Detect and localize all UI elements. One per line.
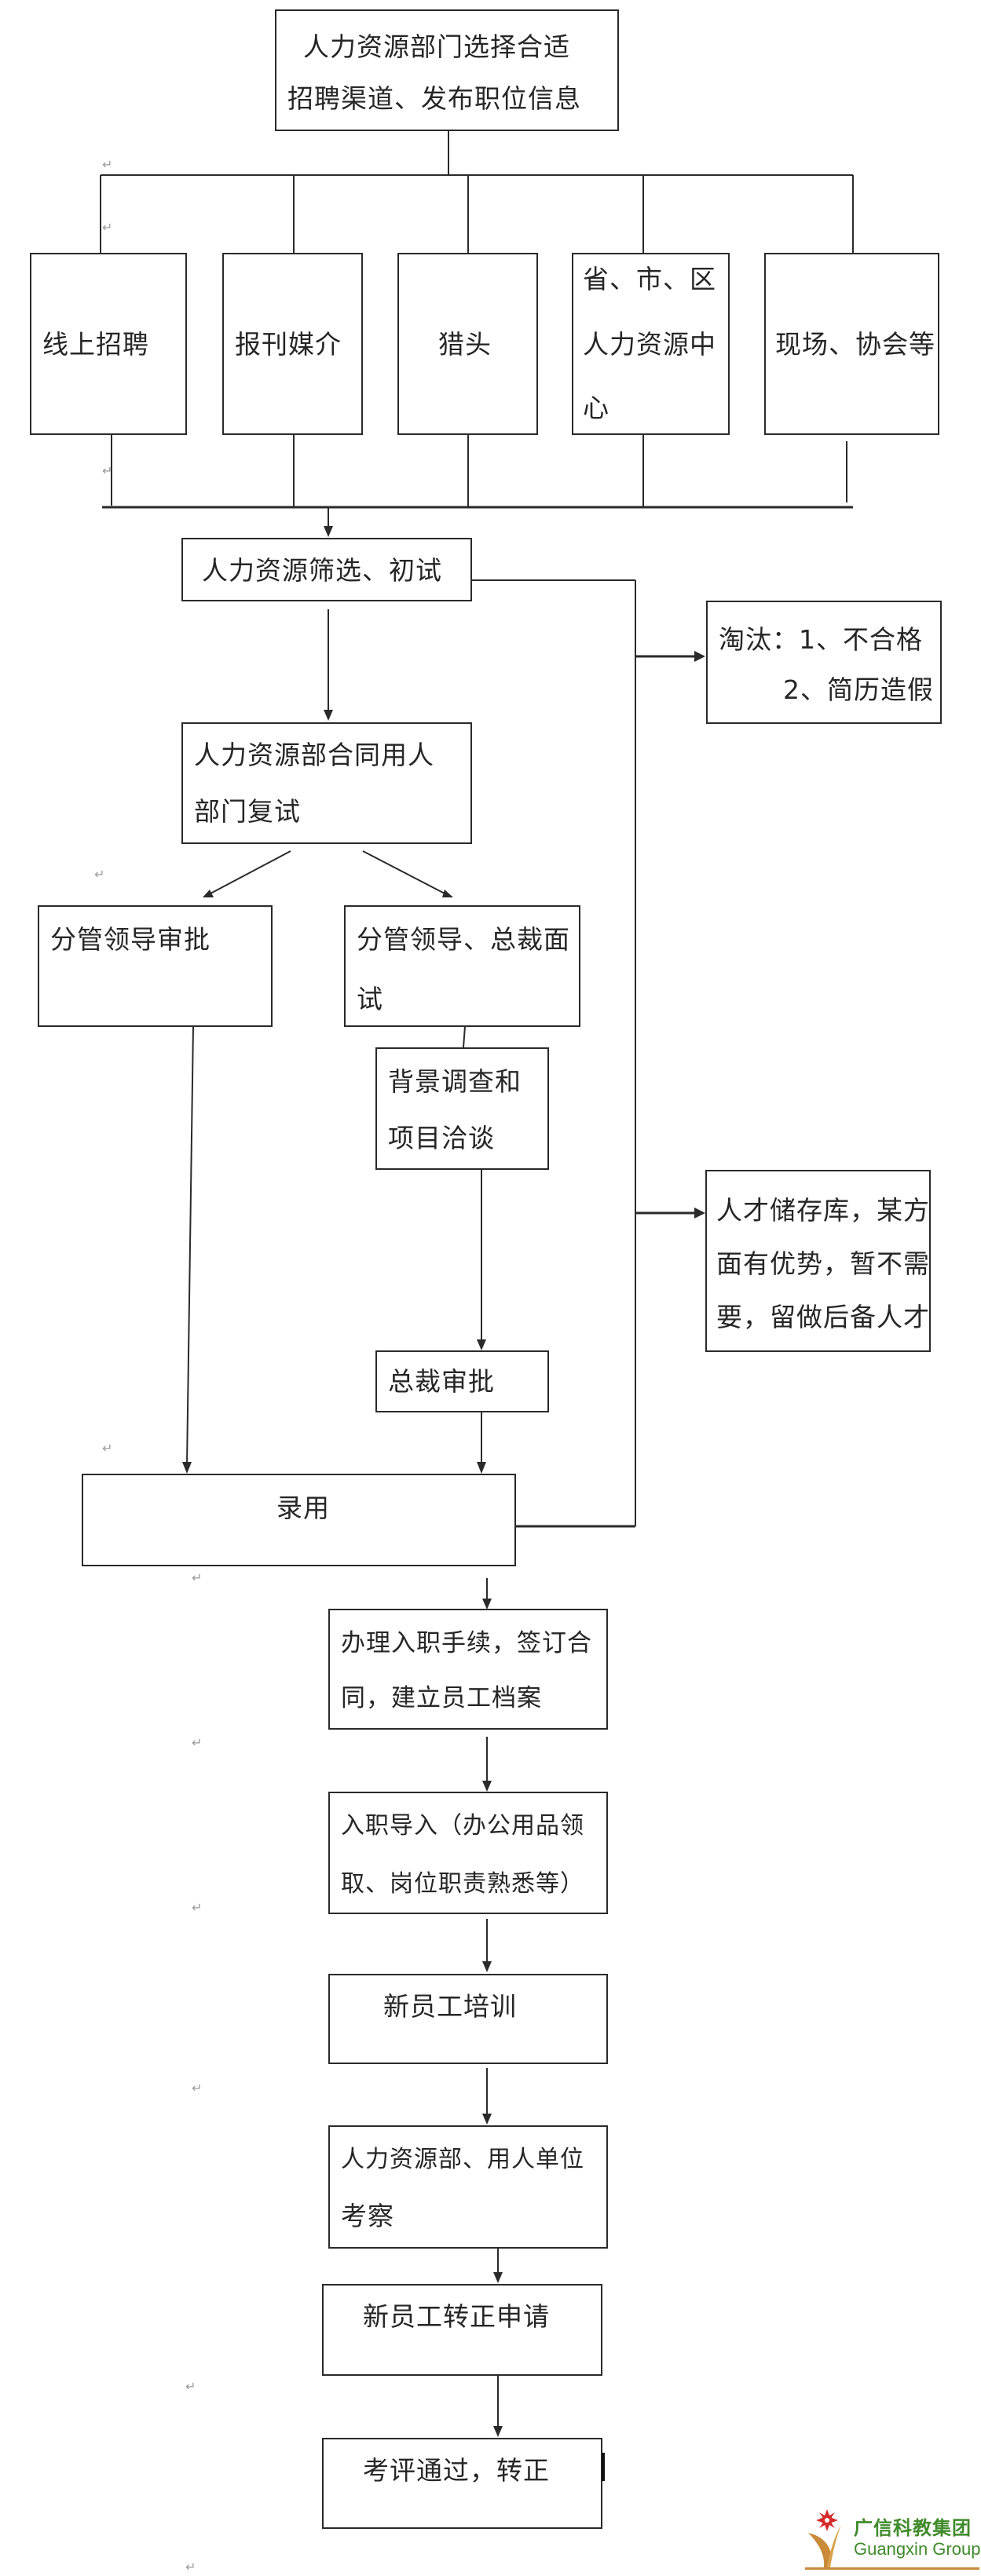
node-text-line: 淘汰：1、不合格 bbox=[719, 624, 923, 655]
logo-name-en: Guangxin Group bbox=[854, 2539, 981, 2559]
paragraph-mark: ↵ bbox=[192, 1900, 203, 1915]
arrowhead bbox=[203, 890, 214, 897]
node-text-line: 人力资源筛选、初试 bbox=[202, 555, 442, 586]
node-channel-online: 线上招聘 bbox=[30, 253, 187, 435]
node-second-interview: 人力资源部合同用人 部门复试 bbox=[181, 722, 472, 844]
node-eliminate: 淘汰：1、不合格 2、简历造假 bbox=[706, 601, 942, 724]
node-text-line: 人力资源部门选择合适 bbox=[303, 31, 570, 62]
logo-name-cn: 广信科教集团 bbox=[854, 2517, 972, 2539]
node-screening: 人力资源筛选、初试 bbox=[181, 538, 472, 601]
node-text-line: 部门复试 bbox=[194, 796, 301, 827]
node-leader-approval: 分管领导审批 bbox=[38, 905, 273, 1027]
node-text-line: 心 bbox=[583, 393, 609, 423]
node-leader-ceo-interview: 分管领导、总裁面 试 bbox=[344, 905, 580, 1027]
arrowhead bbox=[482, 1599, 492, 1610]
logo-underline bbox=[805, 2567, 979, 2570]
paragraph-mark: ↵ bbox=[102, 220, 113, 235]
node-text-line: 人力资源部合同用人 bbox=[194, 740, 434, 770]
node-text-line: 人力资源部、用人单位 bbox=[341, 2146, 584, 2173]
node-text-line: 招聘渠道、发布职位信息 bbox=[287, 83, 581, 114]
node-text-line: 同，建立员工档案 bbox=[341, 1684, 542, 1712]
node-text-line: 办理入职手续，签订合 bbox=[341, 1629, 592, 1657]
node-text-line: 线上招聘 bbox=[42, 329, 149, 360]
node-text-line: 考察 bbox=[341, 2201, 394, 2231]
node-start: 人力资源部门选择合适 招聘渠道、发布职位信息 bbox=[275, 9, 619, 131]
paragraph-mark: ↵ bbox=[192, 1570, 203, 1585]
box-edge-mark bbox=[602, 2453, 605, 2481]
arrowhead bbox=[694, 651, 705, 662]
arrowhead bbox=[482, 1961, 492, 1972]
node-text-line: 省、市、区 bbox=[583, 264, 716, 294]
node-text-line: 人才储存库，某方 bbox=[716, 1195, 930, 1226]
arrowhead bbox=[477, 1462, 486, 1474]
node-text-line: 取、岗位职责熟悉等） bbox=[341, 1870, 584, 1898]
node-channel-hr-center: 省、市、区 人力资源中 心 bbox=[572, 253, 730, 435]
node-text-line: 录用 bbox=[276, 1493, 330, 1523]
logo-emblem-icon bbox=[808, 2509, 841, 2567]
node-regularization-pass: 考评通过，转正 bbox=[322, 2438, 602, 2529]
arrowhead bbox=[694, 1208, 705, 1219]
node-text-line: 要，留做后备人才 bbox=[716, 1302, 930, 1332]
node-background-check: 背景调查和 项目洽谈 bbox=[375, 1047, 549, 1170]
node-onboarding: 办理入职手续，签订合 同，建立员工档案 bbox=[328, 1609, 608, 1730]
node-text-line: 背景调查和 bbox=[388, 1066, 522, 1097]
company-logo: 广信科教集团 Guangxin Group bbox=[805, 2509, 981, 2574]
arrowhead bbox=[324, 526, 333, 537]
arrowhead bbox=[482, 1781, 492, 1792]
paragraph-mark: ↵ bbox=[185, 2560, 196, 2574]
arrowhead bbox=[493, 2426, 503, 2437]
node-text-line: 2、简历造假 bbox=[783, 674, 934, 705]
node-orientation: 入职导入（办公用品领 取、岗位职责熟悉等） bbox=[328, 1792, 608, 1914]
node-text-line: 猎头 bbox=[438, 329, 492, 360]
node-assessment: 人力资源部、用人单位 考察 bbox=[328, 2125, 608, 2249]
paragraph-mark: ↵ bbox=[185, 2379, 196, 2394]
node-text-line: 现场、协会等 bbox=[775, 329, 935, 360]
node-text-line: 报刊媒介 bbox=[235, 329, 342, 360]
node-text-line: 新员工转正申请 bbox=[363, 2301, 550, 2332]
node-text-line: 总裁审批 bbox=[388, 1366, 495, 1397]
arrowhead bbox=[493, 2272, 503, 2283]
node-channel-print-media: 报刊媒介 bbox=[222, 253, 363, 435]
node-text-line: 人力资源中 bbox=[583, 329, 716, 360]
node-hire: 录用 bbox=[82, 1474, 516, 1566]
arrowhead bbox=[477, 1339, 486, 1350]
node-text-line: 考评通过，转正 bbox=[363, 2455, 550, 2486]
node-text-line: 面有优势，暂不需 bbox=[716, 1248, 930, 1279]
paragraph-mark: ↵ bbox=[102, 157, 113, 172]
paragraph-mark: ↵ bbox=[192, 1735, 203, 1750]
arrowhead bbox=[182, 1462, 192, 1474]
node-training: 新员工培训 bbox=[328, 1974, 608, 2064]
arrowhead bbox=[442, 890, 453, 897]
node-text-line: 分管领导、总裁面 bbox=[357, 924, 570, 955]
paragraph-mark: ↵ bbox=[192, 2081, 203, 2096]
paragraph-mark: ↵ bbox=[102, 463, 113, 478]
node-talent-pool: 人才储存库，某方 面有优势，暂不需 要，留做后备人才 bbox=[705, 1170, 931, 1352]
node-channel-onsite: 现场、协会等 bbox=[764, 253, 939, 435]
node-text-line: 项目洽谈 bbox=[388, 1123, 495, 1153]
node-text-line: 新员工培训 bbox=[383, 1991, 517, 2022]
arrowhead bbox=[482, 2114, 492, 2125]
paragraph-mark: ↵ bbox=[102, 1441, 113, 1456]
node-channel-headhunter: 猎头 bbox=[397, 253, 538, 435]
node-regularization-request: 新员工转正申请 bbox=[322, 2284, 602, 2376]
node-text-line: 分管领导审批 bbox=[50, 924, 210, 955]
arrowhead bbox=[324, 710, 333, 721]
node-text-line: 试 bbox=[357, 984, 383, 1014]
node-text-line: 入职导入（办公用品领 bbox=[341, 1812, 584, 1840]
paragraph-mark: ↵ bbox=[94, 867, 105, 882]
node-ceo-approval: 总裁审批 bbox=[375, 1350, 549, 1412]
